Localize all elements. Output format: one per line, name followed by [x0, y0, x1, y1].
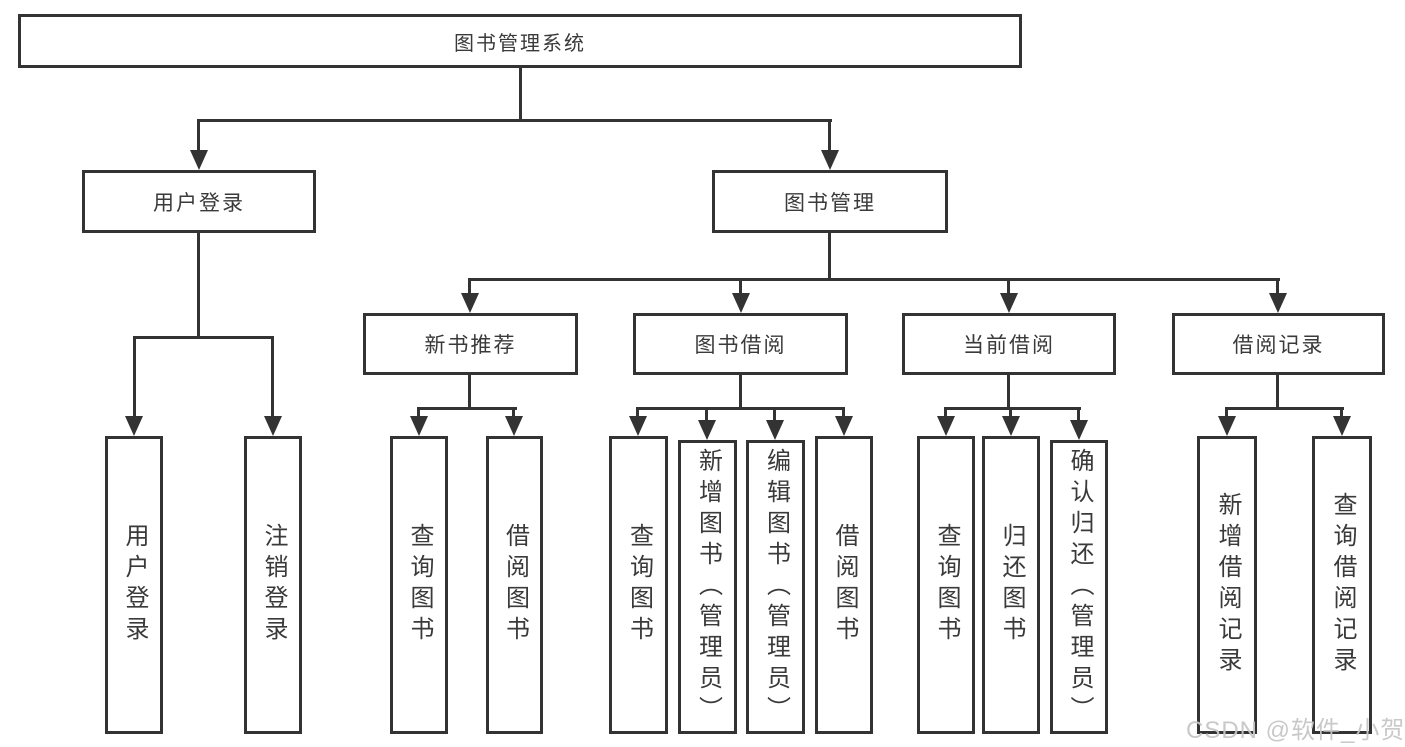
node-borrow-records: 借阅记录 [1172, 313, 1385, 375]
edge-stem-cb-query [944, 407, 947, 418]
arrowhead-current-borrow [1000, 293, 1018, 313]
arrowhead-book-management [821, 150, 839, 170]
edge-stem-bb-add [705, 407, 708, 422]
leaf-borrow-edit-books-admin: 编辑图书（管理员） [746, 440, 805, 734]
arrowhead-user-login [125, 416, 143, 436]
edge-stem-br-add [1225, 407, 1228, 418]
edge-stem-book-management [828, 119, 831, 153]
arrowhead-nb-query [410, 416, 428, 436]
edge-ulg-vertical [197, 233, 200, 338]
edge-nbr-horizontal [417, 407, 517, 410]
node-book-borrow: 图书借阅 [633, 313, 848, 375]
edge-bm-vertical [828, 233, 831, 280]
node-book-management: 图书管理 [712, 170, 948, 233]
edge-stem-br-query [1340, 407, 1343, 418]
leaf-records-query-record: 查询借阅记录 [1312, 436, 1372, 734]
leaf-borrow-query-books: 查询图书 [609, 436, 668, 734]
edge-stem-bb-query [636, 407, 639, 418]
leaf-newrec-borrow-books: 借阅图书 [486, 436, 543, 734]
arrowhead-nb-borrow [505, 416, 523, 436]
edge-root-horizontal [197, 119, 832, 122]
leaf-current-return-books: 归还图书 [982, 436, 1040, 734]
edge-br-horizontal [1225, 407, 1344, 410]
leaf-records-add-record: 新增借阅记录 [1197, 436, 1257, 734]
edge-stem-current-borrow [1007, 278, 1010, 295]
edge-stem-cb-confirm [1077, 407, 1080, 422]
leaf-current-confirm-return-admin: 确认归还（管理员） [1050, 440, 1108, 734]
edge-bm-horizontal [469, 278, 1280, 281]
arrowhead-new-book-recommend [461, 293, 479, 313]
arrowhead-cb-return [1002, 416, 1020, 436]
leaf-borrow-add-books-admin: 新增图书（管理员） [678, 440, 737, 734]
edge-stem-bb-edit [773, 407, 776, 422]
edge-nbr-vertical [468, 375, 471, 409]
arrowhead-bb-add [698, 420, 716, 440]
edge-ulg-horizontal [133, 336, 274, 339]
leaf-logout: 注销登录 [244, 436, 302, 734]
edge-stem-nb-borrow [512, 407, 515, 418]
edge-bb-vertical [739, 375, 742, 409]
leaf-borrow-borrow-books: 借阅图书 [815, 436, 873, 734]
edge-stem-borrow-records [1276, 278, 1279, 295]
edge-stem-user-login-group [197, 119, 200, 153]
edge-stem-user-login [133, 336, 136, 418]
edge-stem-book-borrow [739, 278, 742, 295]
node-current-borrow: 当前借阅 [902, 313, 1116, 375]
arrowhead-borrow-records [1269, 293, 1287, 313]
leaf-newrec-query-books: 查询图书 [390, 436, 448, 734]
edge-bb-horizontal [636, 407, 845, 410]
edge-cb-horizontal [944, 407, 1081, 410]
arrowhead-cb-query [937, 416, 955, 436]
arrowhead-book-borrow [732, 293, 750, 313]
arrowhead-user-login-group [190, 150, 208, 170]
edge-cb-vertical [1007, 375, 1010, 409]
edge-stem-nb-query [417, 407, 420, 418]
edge-stem-new-book-recommend [468, 278, 471, 295]
node-root: 图书管理系统 [18, 14, 1022, 68]
arrowhead-br-query [1333, 416, 1351, 436]
edge-stem-cb-return [1009, 407, 1012, 418]
edge-stem-bb-borrow [842, 407, 845, 418]
edge-br-vertical [1276, 375, 1279, 409]
arrowhead-bb-query [629, 416, 647, 436]
csdn-watermark: CSDN @软件_小贺同学 [1186, 717, 1405, 744]
leaf-user-login: 用户登录 [105, 436, 163, 734]
arrowhead-logout [264, 416, 282, 436]
arrowhead-bb-borrow [835, 416, 853, 436]
edge-root-vertical [519, 68, 522, 121]
edge-stem-logout [271, 336, 274, 418]
node-new-book-recommend: 新书推荐 [363, 313, 578, 375]
arrowhead-bb-edit [766, 420, 784, 440]
node-user-login-group: 用户登录 [82, 170, 316, 233]
arrowhead-cb-confirm [1070, 420, 1088, 440]
arrowhead-br-add [1218, 416, 1236, 436]
leaf-current-query-books: 查询图书 [917, 436, 975, 734]
